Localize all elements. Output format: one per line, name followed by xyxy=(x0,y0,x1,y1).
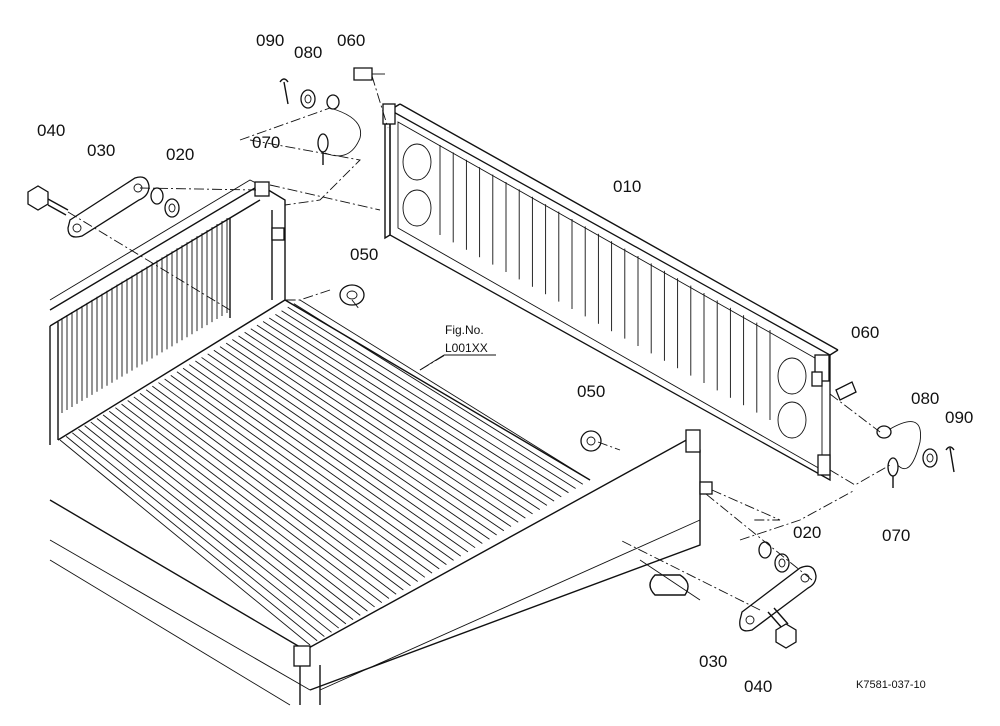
figure-number-label: Fig.No. xyxy=(445,323,484,337)
tailgate-ribs xyxy=(439,145,771,420)
chain-left xyxy=(317,94,362,165)
floor-rib xyxy=(250,328,533,515)
hinge-pin-left xyxy=(353,67,385,81)
floor-rib xyxy=(201,357,476,549)
washer-080-left xyxy=(300,89,316,109)
floor-rib xyxy=(84,425,339,629)
floor-rib xyxy=(188,364,462,557)
floor-rib xyxy=(244,331,526,519)
hinge-arm-right xyxy=(739,565,817,632)
floor-rib xyxy=(65,436,318,642)
figure-number: Fig.No. L001XX xyxy=(419,323,496,371)
floor-rib xyxy=(195,360,469,553)
callout-040-left: 040 xyxy=(37,121,65,140)
figure-number-value: L001XX xyxy=(445,341,488,355)
floor-rib xyxy=(207,353,483,544)
floor-rib xyxy=(145,389,411,587)
floor-rib xyxy=(72,432,325,637)
callout-090-right: 090 xyxy=(945,408,973,427)
floor-rib xyxy=(275,313,562,498)
callout-050-left: 050 xyxy=(350,245,378,264)
floor-rib xyxy=(139,392,404,591)
hinge-pin-right xyxy=(835,381,857,401)
floor-rib xyxy=(213,349,490,540)
floor-rib xyxy=(164,378,433,574)
cotter-pin-right xyxy=(945,446,955,473)
floor-rib xyxy=(102,414,361,616)
callout-050-right: 050 xyxy=(577,382,605,401)
floor-rib xyxy=(158,382,426,578)
floor-rib xyxy=(182,367,454,561)
callout-090-left: 090 xyxy=(256,31,284,50)
bushing-right xyxy=(580,430,602,452)
cargo-bed xyxy=(49,179,701,706)
bed-floor-ribs xyxy=(59,299,591,646)
callout-070-right: 070 xyxy=(882,526,910,545)
brackets-left xyxy=(254,181,285,241)
floor-rib xyxy=(225,342,505,532)
floor-rib xyxy=(121,403,383,604)
floor-rib xyxy=(287,306,576,489)
floor-rib xyxy=(59,439,311,646)
floor-rib xyxy=(108,410,368,612)
callout-020-left: 020 xyxy=(166,145,194,164)
hinge-arm-left xyxy=(67,176,150,238)
floor-rib xyxy=(127,400,390,599)
callout-020-right: 020 xyxy=(793,523,821,542)
floor-rib xyxy=(219,346,497,536)
cotter-pin-left xyxy=(279,78,289,105)
floor-rib xyxy=(268,317,555,502)
floor-rib xyxy=(293,303,584,485)
floor-rib xyxy=(256,324,540,510)
floor-rib xyxy=(152,385,418,582)
callout-040-right: 040 xyxy=(744,677,772,696)
floor-rib xyxy=(262,321,548,506)
callout-060-right: 060 xyxy=(851,323,879,342)
floor-rib xyxy=(115,407,375,608)
floor-rib xyxy=(238,335,519,523)
tailgate-panel xyxy=(382,103,839,482)
headboard-slats xyxy=(61,218,228,413)
callout-080-right: 080 xyxy=(911,389,939,408)
floor-rib xyxy=(232,339,512,527)
chain-right xyxy=(876,421,922,488)
floor-rib xyxy=(299,299,591,481)
callout-030-left: 030 xyxy=(87,141,115,160)
callout-080-left: 080 xyxy=(294,43,322,62)
bolt-right xyxy=(767,607,797,649)
callout-030-right: 030 xyxy=(699,652,727,671)
floor-rib xyxy=(281,310,569,494)
washers-left xyxy=(150,187,180,218)
floor-rib xyxy=(133,396,397,595)
bushing-left xyxy=(339,284,365,306)
callout-labels: 010 020 020 030 030 040 040 050 050 060 … xyxy=(37,31,973,696)
bolt-left xyxy=(27,185,69,216)
callout-060-left: 060 xyxy=(337,31,365,50)
floor-rib xyxy=(176,371,447,565)
callout-010: 010 xyxy=(613,177,641,196)
floor-rib xyxy=(96,418,354,620)
washers-right xyxy=(758,541,790,573)
brackets-right xyxy=(699,371,823,495)
callout-070-left: 070 xyxy=(252,133,280,152)
floor-rib xyxy=(90,421,347,625)
drawing-code: K7581-037-10 xyxy=(856,679,926,691)
floor-rib xyxy=(170,375,440,570)
washer-080-right xyxy=(922,448,938,468)
floor-rib xyxy=(78,428,332,633)
